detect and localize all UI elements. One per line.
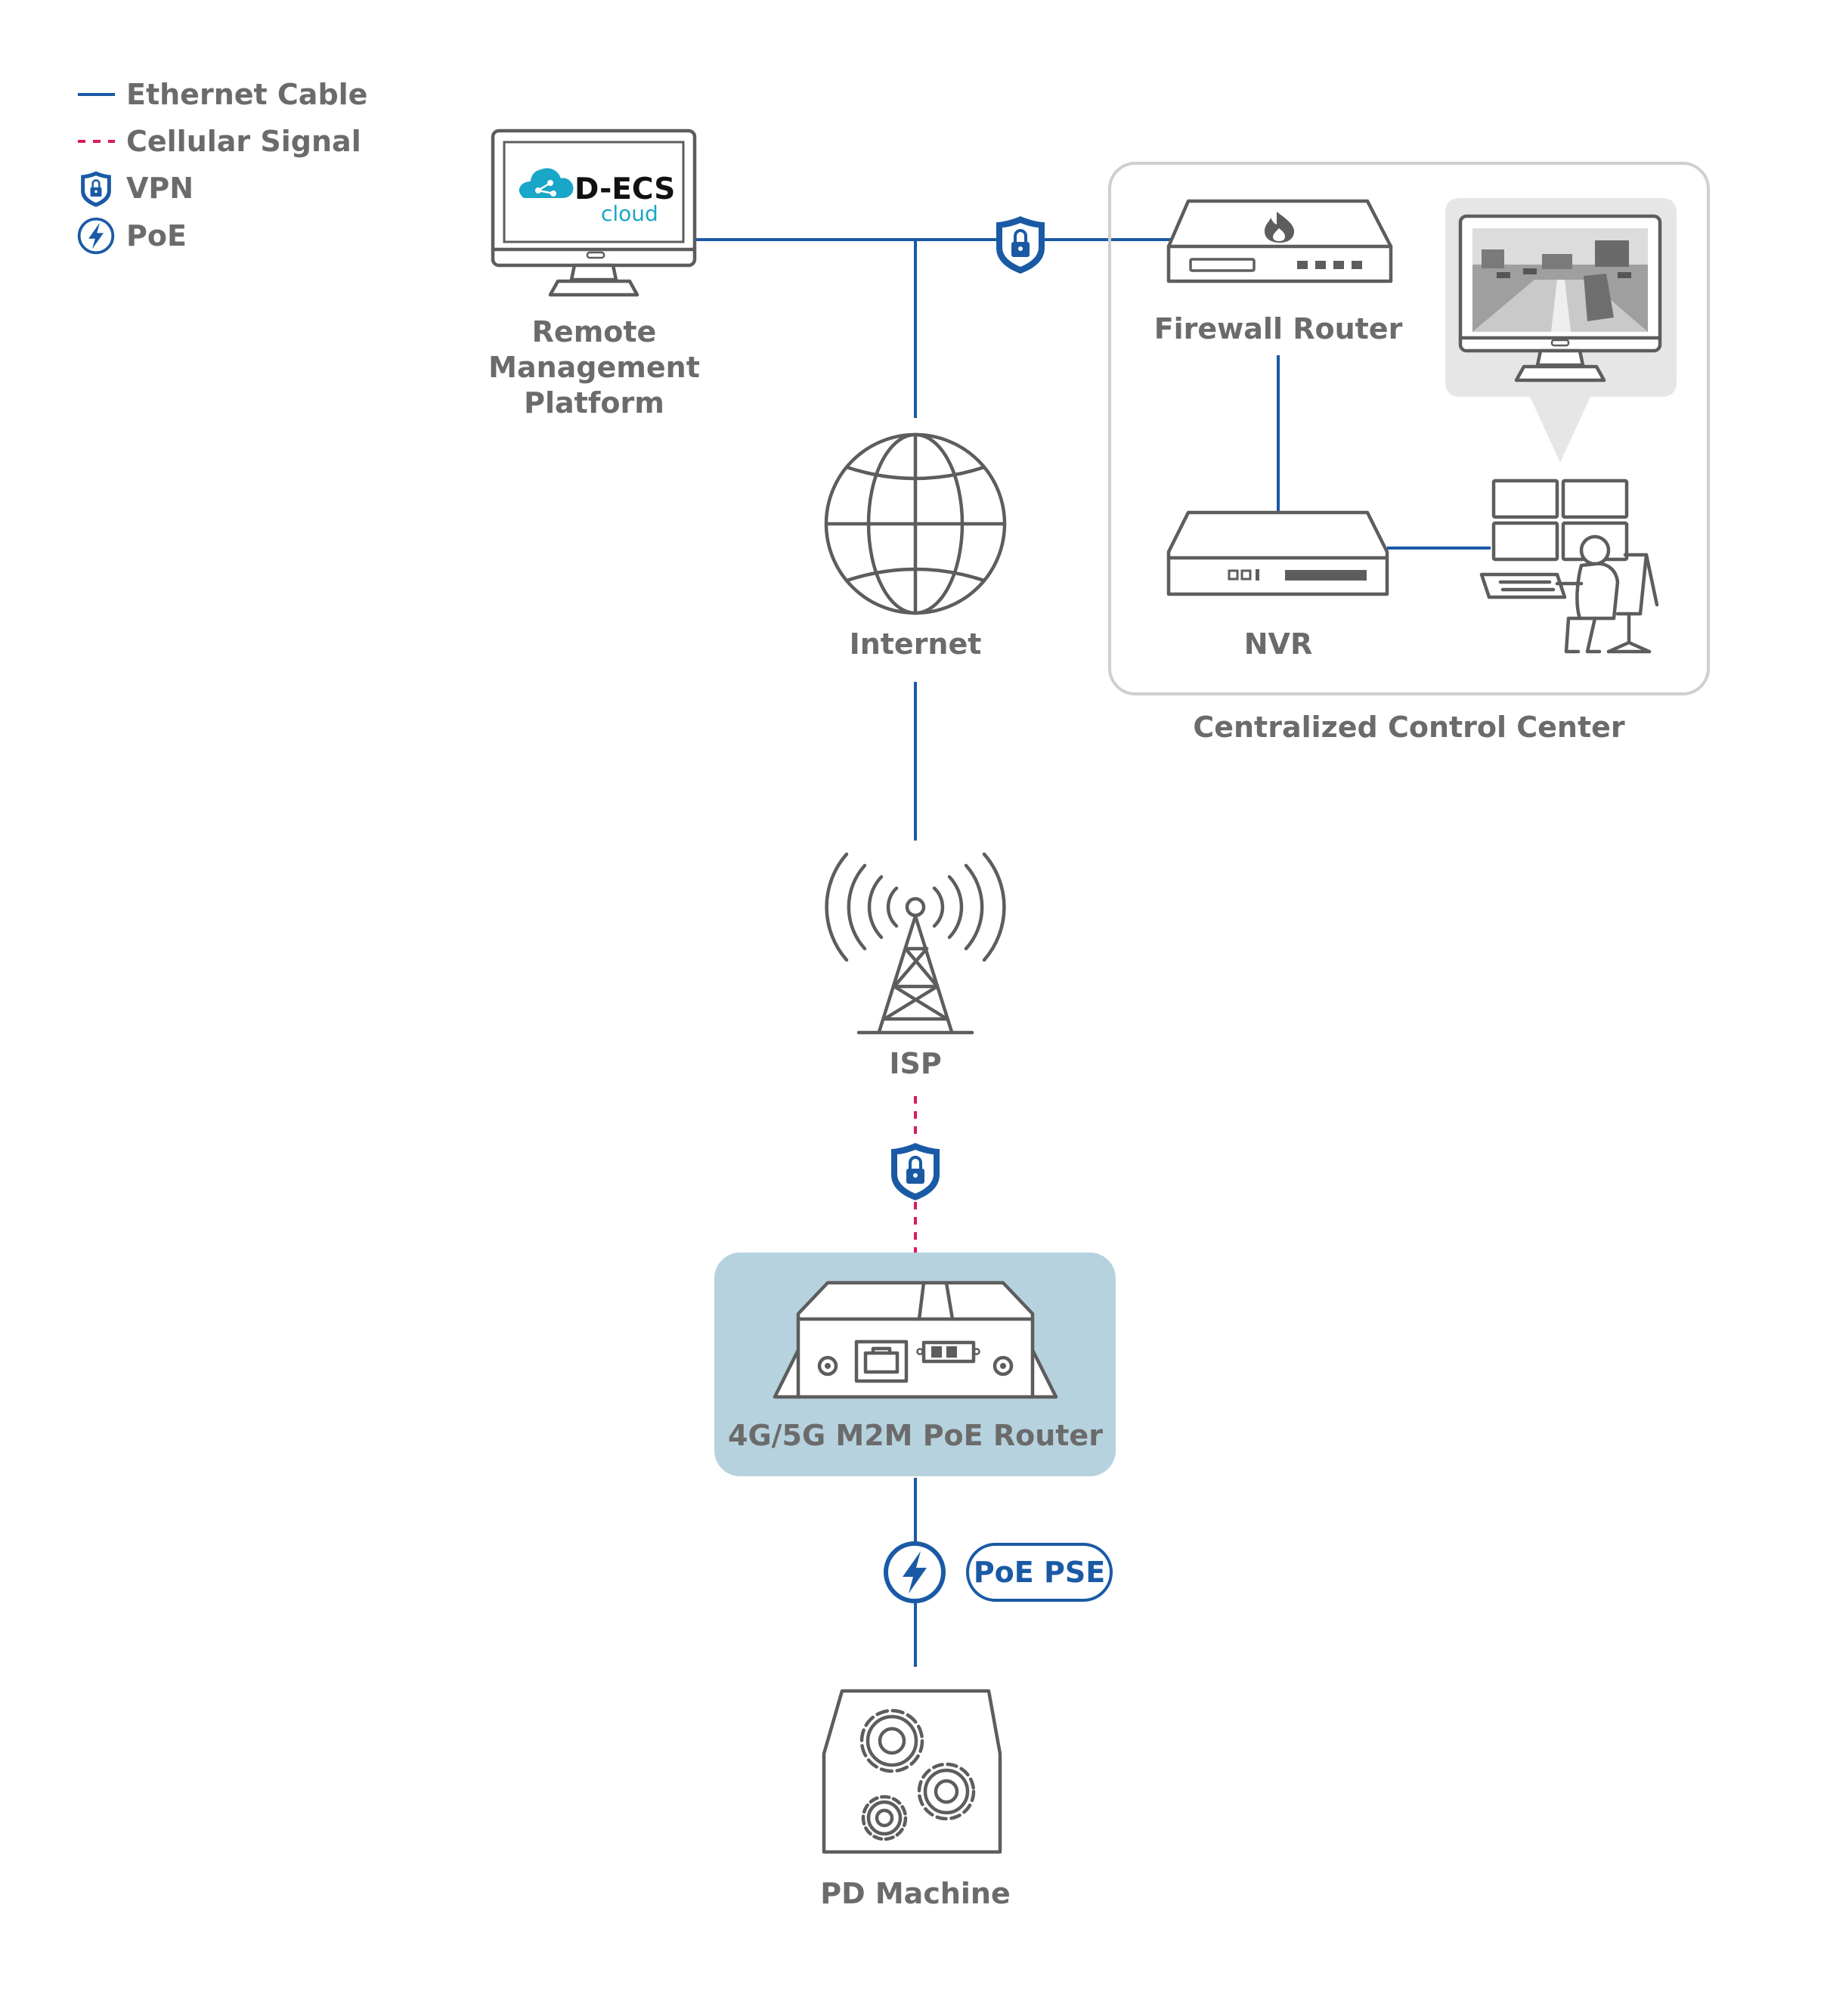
nvr-icon <box>1166 510 1389 596</box>
remote-platform-monitor-icon: D-ECS cloud <box>491 129 697 297</box>
flame-icon <box>1265 212 1294 243</box>
vpn-shield-icon <box>996 216 1045 274</box>
poe-pse-label: PoE PSE <box>974 1556 1105 1589</box>
pd-machine-icon <box>822 1689 1002 1854</box>
m2m-router-icon <box>773 1281 1058 1399</box>
nvr-label-text: NVR <box>1244 627 1312 661</box>
legend-poe-label: PoE <box>126 219 187 252</box>
internet-globe-icon <box>824 432 1007 615</box>
legend-cellular-label: Cellular Signal <box>126 125 361 158</box>
legend-vpn-label: VPN <box>126 172 194 205</box>
cloud-logo-text: D-ECS <box>574 172 675 206</box>
poe-bolt-icon <box>884 1541 946 1603</box>
legend-ethernet-label: Ethernet Cable <box>126 78 367 111</box>
legend: Ethernet Cable Cellular Signal VPN PoE <box>77 78 367 255</box>
firewall-router-icon <box>1166 199 1393 283</box>
isp-tower-icon <box>825 852 1006 1035</box>
control-center-box <box>1108 162 1710 695</box>
poe-pse-badge <box>966 1543 1113 1602</box>
isp-label: ISP <box>889 1047 941 1080</box>
surveillance-callout <box>1445 198 1677 463</box>
gear-icon <box>859 1708 924 1773</box>
remote-platform-label-line3: Platform <box>524 386 664 420</box>
gear-icon-small-left <box>861 1795 908 1841</box>
legend-vpn-icon <box>81 171 111 207</box>
vpn-shield-icon-cellular <box>890 1140 941 1202</box>
internet-label: Internet <box>850 627 982 661</box>
gear-icon-small-right <box>917 1762 976 1821</box>
operator-workstation-icon <box>1479 478 1659 654</box>
firewall-router-label: Firewall Router <box>1154 312 1403 345</box>
pd-machine-label: PD Machine <box>820 1877 1011 1910</box>
cloud-logo-subtext: cloud <box>601 201 658 226</box>
cloud-logo-icon <box>519 168 574 198</box>
legend-poe-icon <box>77 217 115 255</box>
m2m-router-label: 4G/5G M2M PoE Router <box>728 1419 1103 1452</box>
surveillance-monitor-icon <box>1458 214 1662 382</box>
remote-platform-label-line2: Management <box>488 351 700 384</box>
remote-platform-label-line1: Remote <box>532 315 657 348</box>
control-center-label: Centralized Control Center <box>1193 711 1625 744</box>
